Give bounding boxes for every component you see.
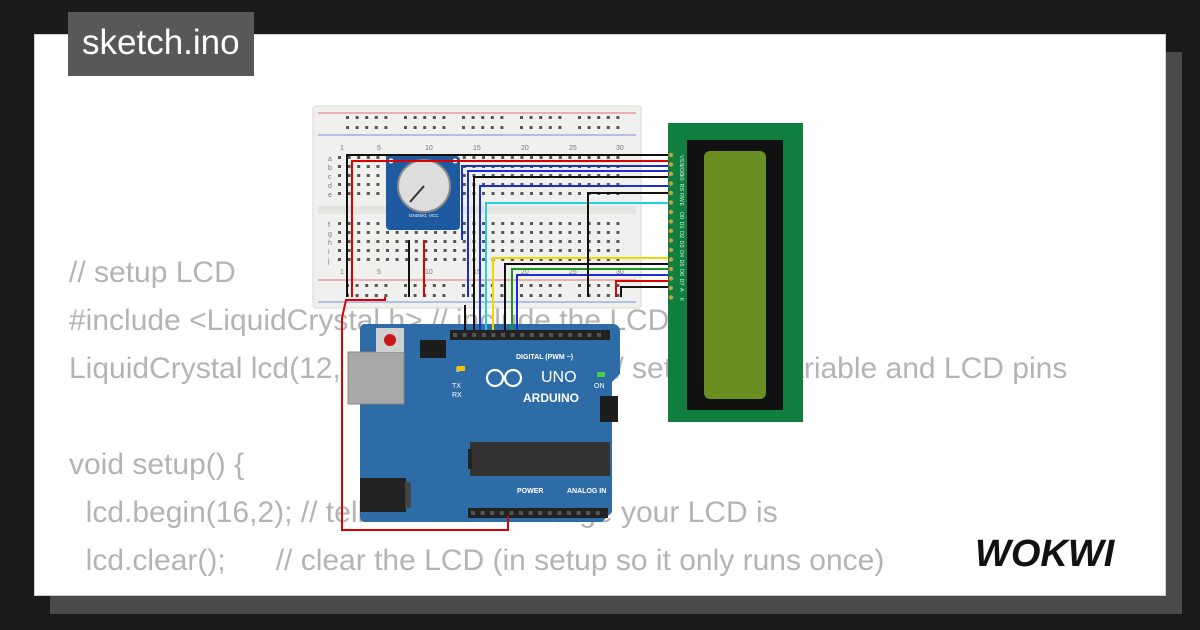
code-line: // setup LCD xyxy=(69,256,236,289)
digital-label: DIGITAL (PWM ~) xyxy=(516,354,573,361)
lcd-pin[interactable] xyxy=(668,209,674,215)
breadboard-column-number: 5 xyxy=(377,145,381,152)
breadboard-row-letter: a xyxy=(328,156,332,163)
code-line: lcd.clear(); // clear the LCD (in setup … xyxy=(69,544,885,577)
lcd-pin-label: RS xyxy=(678,184,684,192)
pot-pin-label: GND xyxy=(409,213,420,218)
breadboard-row-letter: f xyxy=(328,222,330,229)
lcd-pin[interactable] xyxy=(668,295,674,300)
breadboard-row-letter: g xyxy=(328,231,332,238)
breadboard-column-number: 20 xyxy=(521,145,529,152)
wires xyxy=(341,154,668,531)
lcd-pin-label: D4 xyxy=(678,250,684,257)
breadboard-row-letter: i xyxy=(328,249,330,256)
lcd-pin-label: D7 xyxy=(678,279,684,286)
lcd-pin[interactable] xyxy=(668,162,674,167)
lcd-pin-label: K xyxy=(678,298,684,302)
pot-pin-label: VCC xyxy=(429,213,439,218)
pot-pin-label: SIG xyxy=(419,213,427,218)
breadboard-column-number: 25 xyxy=(569,145,577,152)
wokwi-logo: WOKWI xyxy=(975,533,1116,575)
lcd-pin[interactable] xyxy=(668,266,674,272)
lcd-pin-label: D6 xyxy=(678,269,684,276)
uno-label: UNO xyxy=(541,369,577,386)
arduino-brand-label: ARDUINO xyxy=(523,391,579,405)
breadboard-column-number: 15 xyxy=(473,145,481,152)
breadboard-column-number: 25 xyxy=(569,269,577,276)
lcd-pin[interactable] xyxy=(668,190,674,196)
lcd-pin[interactable] xyxy=(668,228,674,234)
lcd-pin[interactable] xyxy=(668,171,674,177)
lcd-pin[interactable] xyxy=(668,219,674,224)
arduino-uno[interactable]: DIGITAL (PWM ~) ARDUINO UNO ON L TX RX P… xyxy=(347,324,620,522)
breadboard-column-number: 1 xyxy=(340,269,344,276)
breadboard-column-number: 30 xyxy=(616,269,624,276)
rx-label: RX xyxy=(452,392,462,399)
code-line: void setup() { xyxy=(69,448,245,481)
atmega-chip xyxy=(470,442,610,476)
breadboard-column-number: 10 xyxy=(425,145,433,152)
lcd-pin-label: D2 xyxy=(678,231,684,238)
lcd-pin-label: V0 xyxy=(678,174,684,181)
lcd-pin[interactable] xyxy=(668,276,674,281)
breadboard-row-letter: j xyxy=(327,258,330,265)
lcd-pin-label: RW xyxy=(678,193,684,203)
lcd-pin[interactable] xyxy=(668,238,674,243)
breadboard-column-number: 10 xyxy=(425,269,433,276)
code-preview: // setup LCD#include <LiquidCrystal.h> /… xyxy=(69,201,1067,595)
power-jack xyxy=(360,478,406,512)
power-label: POWER xyxy=(517,488,543,495)
lcd-pin[interactable] xyxy=(668,152,674,158)
lcd-pin-label: D0 xyxy=(678,212,684,219)
breadboard-row-letter: b xyxy=(328,165,332,172)
breadboard-row-letter: c xyxy=(328,174,332,181)
lcd-pin-label: D1 xyxy=(678,222,684,229)
breadboard-column-number: 30 xyxy=(616,145,624,152)
on-label: ON xyxy=(594,383,605,390)
lcd-pin[interactable] xyxy=(668,285,674,291)
breadboard-column-number: 5 xyxy=(377,269,381,276)
lcd-pin-label: VDD xyxy=(678,165,684,177)
arduino-infinity-icon xyxy=(485,368,523,388)
tx-label: TX xyxy=(452,383,461,390)
lcd-pin[interactable] xyxy=(668,200,674,205)
svg-text:WOKWI: WOKWI xyxy=(975,533,1116,575)
lcd-pin[interactable] xyxy=(668,257,674,262)
usb-connector xyxy=(347,351,405,405)
lcd-pin-label: A xyxy=(678,288,684,292)
breadboard-row-letter: d xyxy=(328,183,332,190)
breadboard-column-number: 15 xyxy=(473,269,481,276)
lcd-pin-label: D5 xyxy=(678,260,684,267)
lcd-pin-label: D3 xyxy=(678,241,684,248)
breadboard-column-number: 20 xyxy=(521,269,529,276)
lcd-pin-label: VSS xyxy=(678,155,684,166)
lcd-pin-label: E xyxy=(678,203,684,207)
code-line: } xyxy=(69,585,1067,595)
lcd-pin[interactable] xyxy=(668,247,674,253)
power-analog-header xyxy=(468,508,608,518)
breadboard-row-letter: e xyxy=(328,192,332,199)
breadboard-column-number: 1 xyxy=(340,145,344,152)
project-title[interactable]: sketch.ino xyxy=(68,12,254,76)
breadboard-row-letter: h xyxy=(328,240,332,247)
lcd-pin[interactable] xyxy=(668,181,674,186)
analog-label: ANALOG IN xyxy=(567,488,606,495)
